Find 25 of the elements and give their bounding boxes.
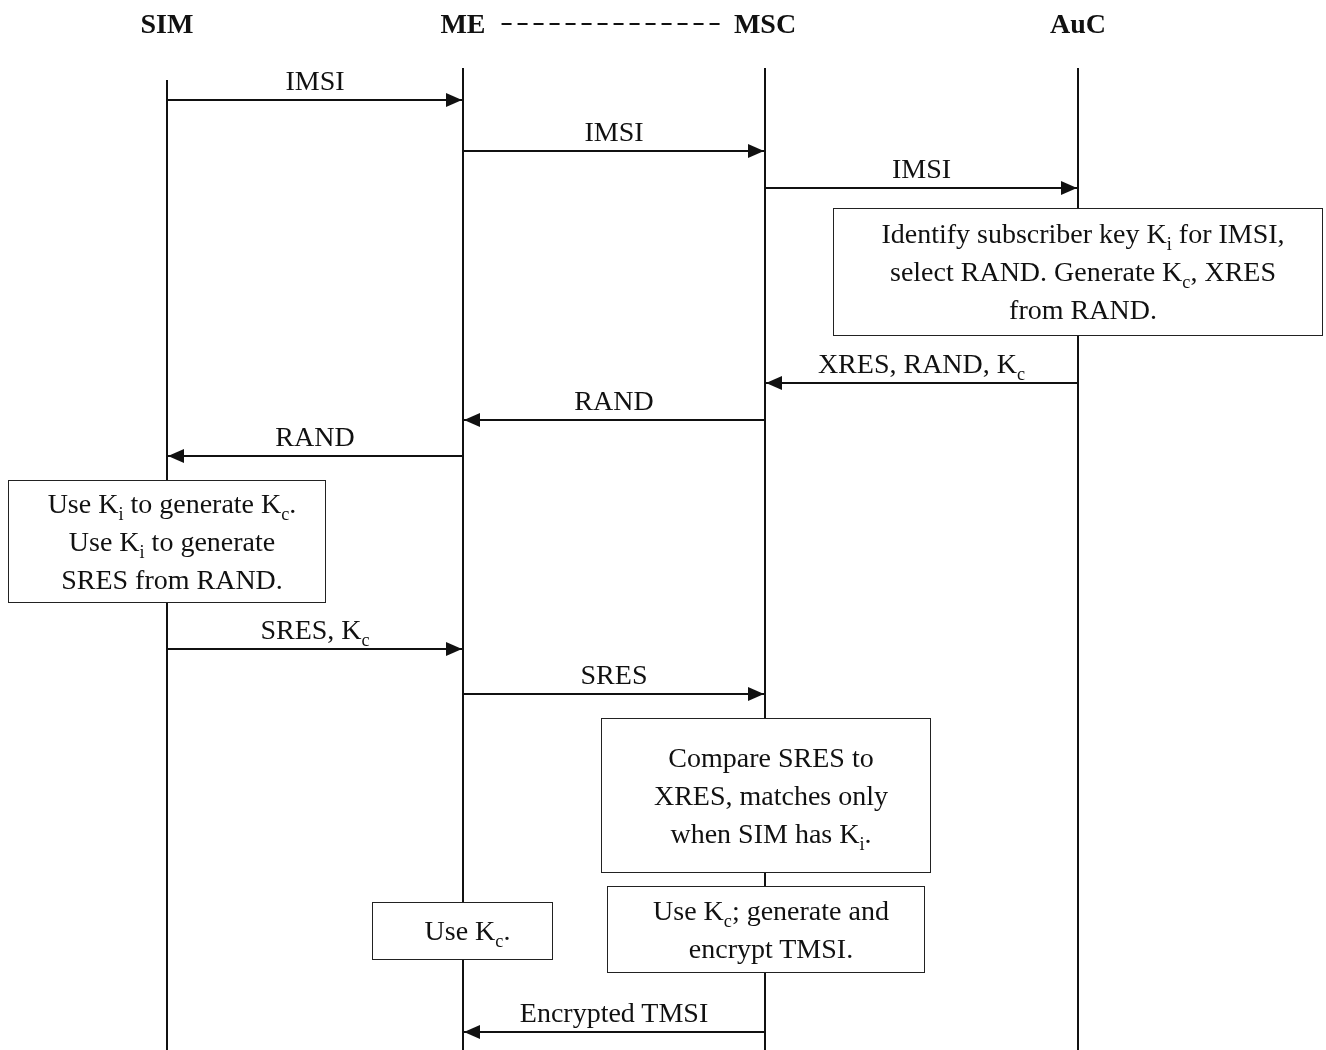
note-text: Use K$_{c}$.	[423, 914, 512, 950]
participant-label: ME	[440, 8, 486, 40]
process-note	[372, 902, 553, 960]
message-arrow	[167, 449, 463, 463]
process-note	[607, 886, 925, 973]
participant-label: MSC	[733, 8, 797, 40]
message-arrow	[167, 642, 463, 656]
message-arrow	[765, 181, 1078, 195]
message-arrow	[463, 1025, 765, 1039]
message-arrow	[463, 687, 765, 701]
dashed-line	[500, 23, 723, 25]
process-note	[833, 208, 1323, 336]
note-text: Identify subscriber key K$_{i}$ for IMSI, select RAND. Generate K$_{c}$, XRES from RAND.	[880, 217, 1286, 327]
process-note	[8, 480, 326, 603]
note-text: Compare SRES to XRES, matches only when SIM has K$_{i}$.	[652, 740, 890, 853]
message-arrow	[167, 93, 463, 107]
lifeline	[462, 68, 464, 1050]
participant-label: SIM	[140, 8, 194, 40]
note-text: Use K$_{i}$ to generate K$_{c}$. Use K$_{i}$ to generate SRES from RAND.	[46, 486, 298, 597]
message-arrow	[463, 144, 765, 158]
process-note	[601, 718, 931, 873]
message-arrow	[765, 376, 1078, 390]
participant-label: AuC	[1050, 8, 1106, 40]
message-arrow	[463, 413, 765, 427]
note-text: Use K$_{c}$; generate and encrypt TMSI.	[652, 893, 890, 966]
